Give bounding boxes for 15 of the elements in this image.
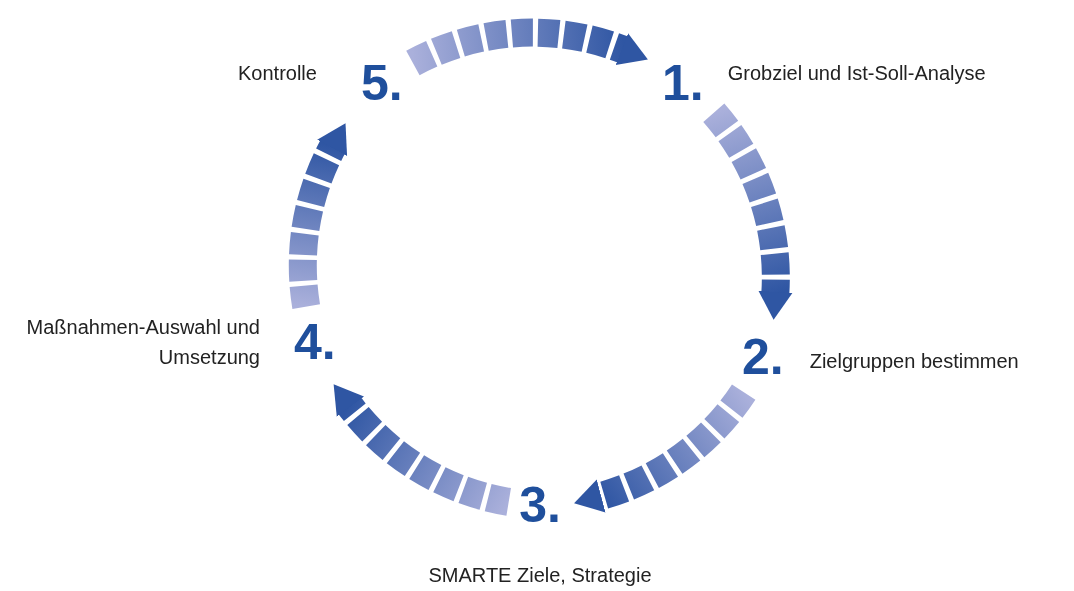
step-label: Maßnahmen-Auswahl und Umsetzung — [25, 315, 260, 370]
step-number: 5. — [360, 58, 403, 108]
step-number: 2. — [742, 332, 784, 382]
segmented-arrow — [332, 385, 512, 516]
step-label: SMARTE Ziele, Strategie — [428, 563, 652, 588]
segmented-arrow — [702, 104, 793, 320]
segmented-arrow — [574, 383, 755, 512]
step-number: 1. — [662, 58, 704, 108]
segmented-arrow — [407, 18, 649, 76]
step-label: Grobziel und Ist-Soll-Analyse — [727, 61, 986, 86]
step-label: Kontrolle — [238, 61, 317, 86]
step-label: Zielgruppen bestimmen — [809, 349, 1019, 374]
segmented-arrow — [289, 122, 348, 309]
step-number: 4. — [294, 317, 336, 367]
step-number: 3. — [519, 480, 561, 530]
